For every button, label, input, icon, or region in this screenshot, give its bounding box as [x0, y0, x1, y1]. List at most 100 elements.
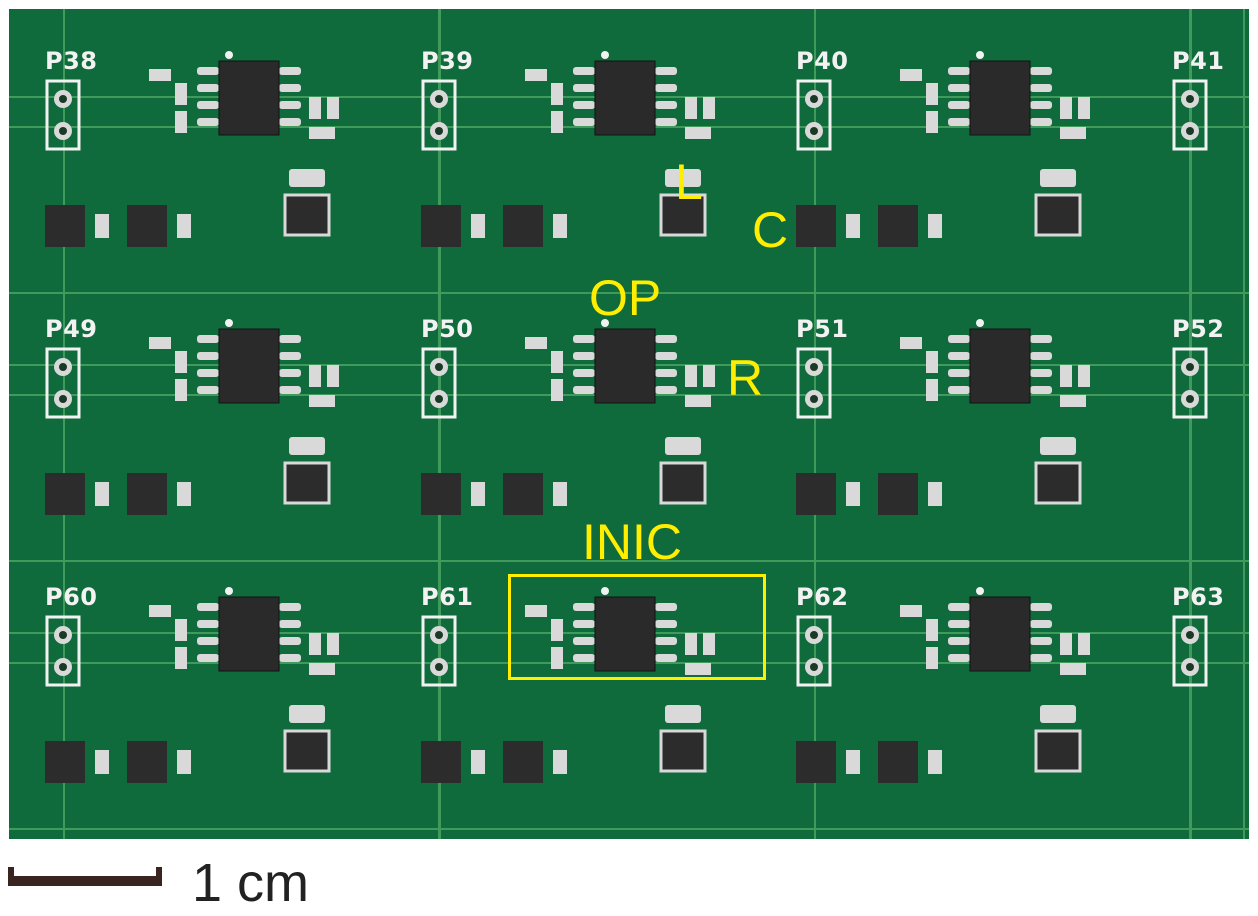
chip-lead: [197, 335, 219, 343]
annotation-op: OP: [589, 270, 662, 326]
op-amp-chip: [218, 596, 280, 672]
resistor-smd: [327, 97, 339, 119]
chip-lead: [279, 603, 301, 611]
capacitor-smd: [95, 214, 109, 238]
chip-lead: [279, 101, 301, 109]
resistor-smd: [149, 69, 171, 81]
resistor-smd: [175, 351, 187, 373]
resistor-smd: [327, 365, 339, 387]
capacitor-smd: [928, 214, 942, 238]
chip-lead: [279, 386, 301, 394]
chip-lead: [279, 352, 301, 360]
chip-lead: [655, 352, 677, 360]
resistor-smd: [703, 633, 715, 655]
connector-pin-hole: [435, 127, 443, 135]
resistor-smd: [525, 69, 547, 81]
pad-label-p40: P40: [796, 47, 849, 75]
pad-label-p63: P63: [1172, 583, 1225, 611]
resistor-smd: [149, 605, 171, 617]
resistor-smd: [309, 365, 321, 387]
inductor-smd: [796, 205, 836, 247]
chip-lead: [1030, 67, 1052, 75]
chip-lead: [948, 101, 970, 109]
chip-lead: [948, 654, 970, 662]
resistor-smd: [309, 663, 335, 675]
resistor-smd: [703, 97, 715, 119]
resistor-smd: [175, 83, 187, 105]
pad-label-p50: P50: [421, 315, 474, 343]
chip-lead: [655, 101, 677, 109]
chip-lead: [1030, 369, 1052, 377]
capacitor-smd: [471, 482, 485, 506]
connector-pin-hole: [435, 95, 443, 103]
connector-pin-hole: [435, 395, 443, 403]
chip-lead: [573, 118, 595, 126]
chip-lead: [573, 84, 595, 92]
capacitor-smd: [1040, 169, 1076, 187]
inductor-smd: [796, 741, 836, 783]
resistor-smd: [1078, 365, 1090, 387]
connector-outline: [45, 79, 81, 151]
chip-lead: [197, 637, 219, 645]
chip-lead: [1030, 654, 1052, 662]
chip-lead: [948, 386, 970, 394]
inductor-smd: [421, 741, 461, 783]
resistor-smd: [685, 663, 711, 675]
resistor-smd: [309, 97, 321, 119]
annotation-r: R: [727, 350, 764, 406]
resistor-smd: [1060, 97, 1072, 119]
pin1-dot: [976, 51, 984, 59]
connector-outline: [421, 79, 457, 151]
chip-lead: [948, 335, 970, 343]
connector-pin-hole: [59, 363, 67, 371]
chip-lead: [655, 386, 677, 394]
connector-outline: [796, 347, 832, 419]
resistor-smd: [685, 127, 711, 139]
inductor-smd: [1034, 729, 1082, 773]
inductor-smd: [283, 461, 331, 505]
chip-lead: [573, 352, 595, 360]
inductor-smd: [503, 741, 543, 783]
resistor-smd: [551, 619, 563, 641]
connector-pin-hole: [1186, 631, 1194, 639]
chip-lead: [279, 84, 301, 92]
pin1-dot: [225, 319, 233, 327]
inductor-smd: [796, 473, 836, 515]
chip-lead: [573, 654, 595, 662]
resistor-smd: [703, 365, 715, 387]
resistor-smd: [175, 111, 187, 133]
inductor-smd: [503, 205, 543, 247]
connector-outline: [1172, 79, 1208, 151]
inic-highlight-box: [508, 574, 766, 680]
pad-label-p38: P38: [45, 47, 98, 75]
connector-outline: [45, 347, 81, 419]
chip-lead: [279, 118, 301, 126]
chip-lead: [948, 84, 970, 92]
connector-pin-hole: [810, 663, 818, 671]
pin1-dot: [225, 51, 233, 59]
inductor-smd: [421, 473, 461, 515]
pad-label-p60: P60: [45, 583, 98, 611]
capacitor-smd: [846, 750, 860, 774]
connector-outline: [45, 615, 81, 687]
resistor-smd: [926, 619, 938, 641]
inductor-smd: [878, 473, 918, 515]
capacitor-smd: [553, 214, 567, 238]
resistor-smd: [1060, 395, 1086, 407]
capacitor-smd: [177, 482, 191, 506]
op-amp-chip: [594, 596, 656, 672]
connector-outline: [421, 347, 457, 419]
chip-lead: [279, 654, 301, 662]
capacitor-smd: [846, 482, 860, 506]
connector-pin-hole: [1186, 127, 1194, 135]
inductor-smd: [45, 473, 85, 515]
pad-label-p52: P52: [1172, 315, 1225, 343]
connector-pin-hole: [435, 663, 443, 671]
op-amp-chip: [969, 596, 1031, 672]
capacitor-smd: [928, 750, 942, 774]
chip-lead: [197, 620, 219, 628]
connector-pin-hole: [59, 95, 67, 103]
capacitor-smd: [928, 482, 942, 506]
chip-lead: [1030, 386, 1052, 394]
chip-lead: [573, 620, 595, 628]
